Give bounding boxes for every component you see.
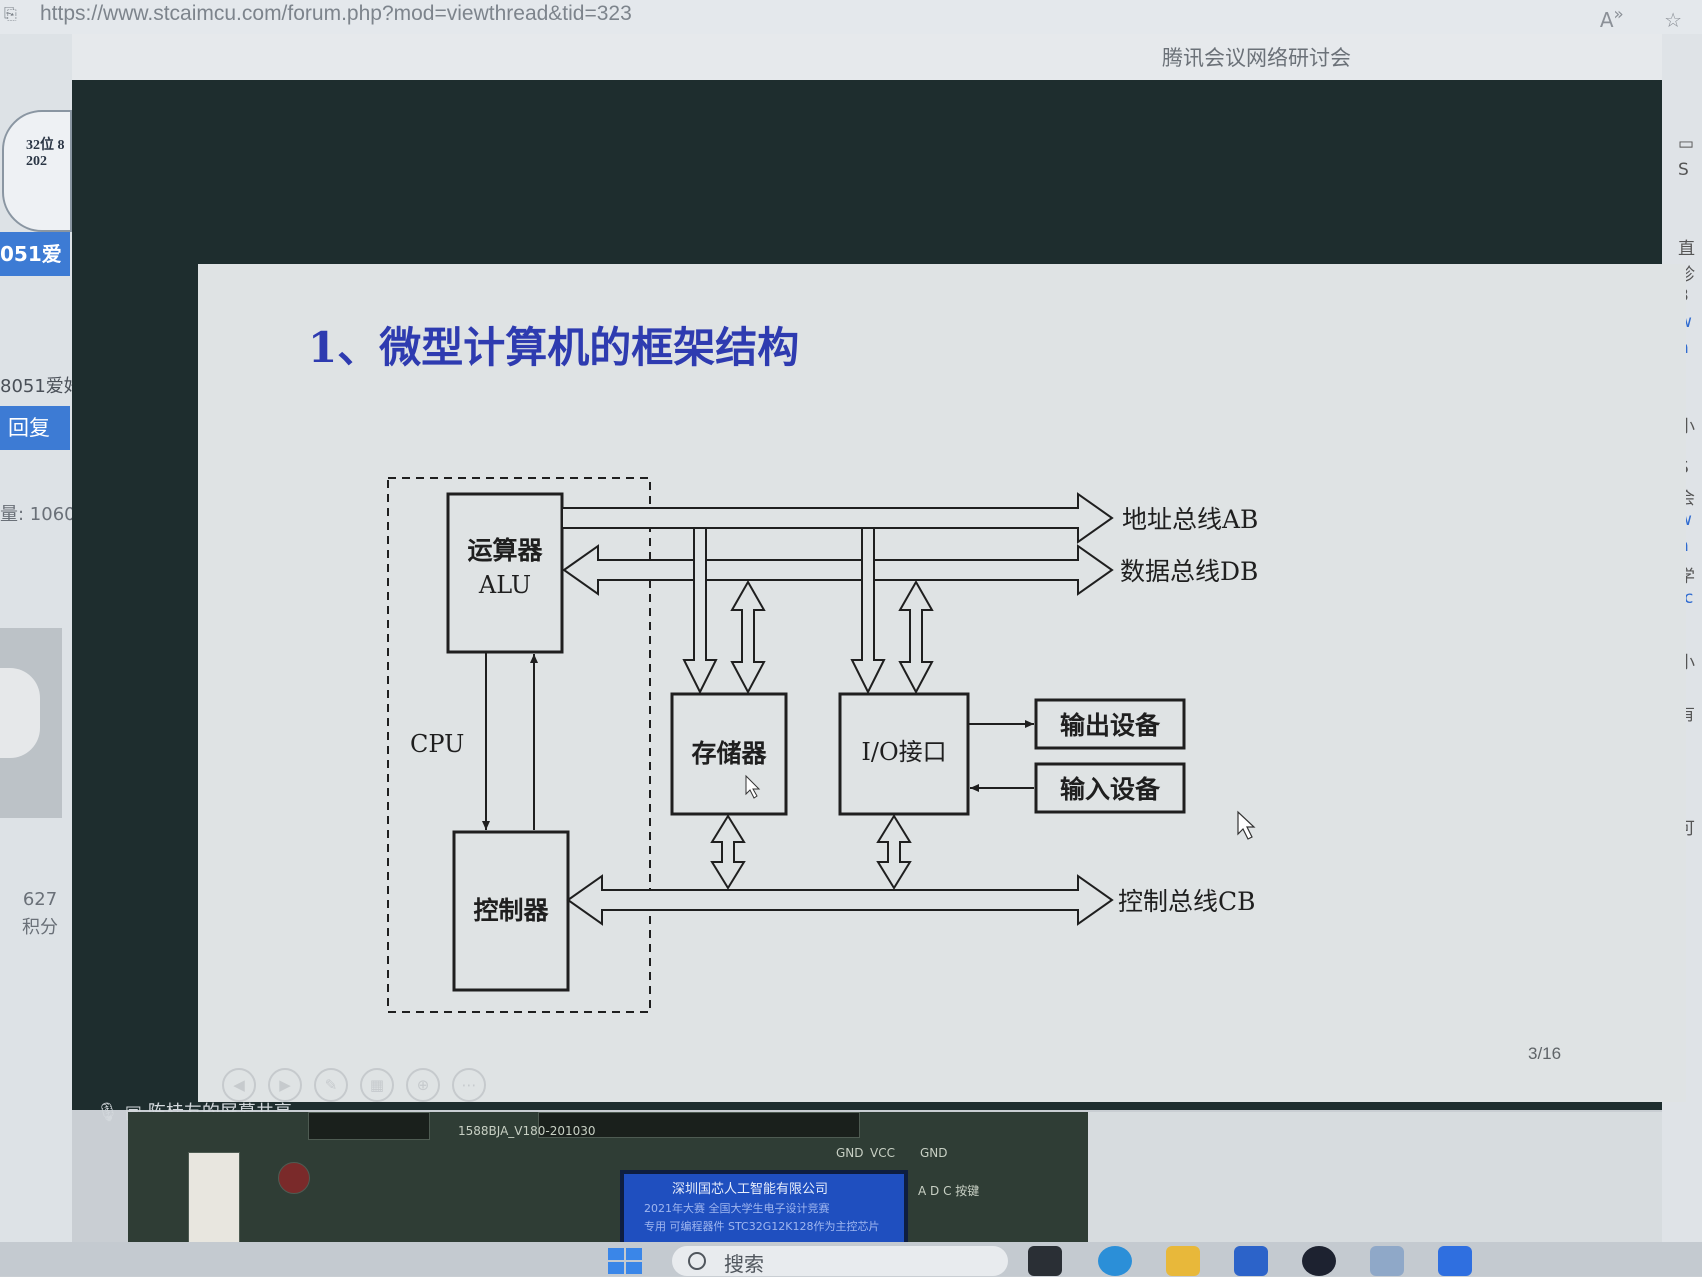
edge-browser-icon[interactable]	[1098, 1246, 1132, 1276]
previous-slide-icon[interactable]: ◀	[222, 1068, 256, 1102]
alu-box	[446, 492, 564, 654]
grid-icon[interactable]: ▦	[360, 1068, 394, 1102]
store-icon[interactable]	[1234, 1246, 1268, 1276]
silk-gnd2: GND	[836, 1146, 864, 1160]
points-label: 积分	[22, 917, 58, 938]
taskbar: 搜索	[0, 1242, 1702, 1276]
address-bus-label: 地址总线AB	[1122, 505, 1258, 534]
forum-left-panel: 32位 8 202 051爱 8051爱好 回复 量: 1060 627 积分	[0, 34, 72, 1276]
read-aloud-icon[interactable]: A»	[1599, 4, 1624, 32]
more-icon[interactable]: ⋯	[452, 1068, 486, 1102]
silk-vcc: VCC	[870, 1146, 895, 1160]
mouse-cursor-icon	[745, 774, 761, 799]
header-pins	[538, 1112, 860, 1138]
tencent-meeting-icon[interactable]	[1438, 1246, 1472, 1276]
avatar[interactable]	[0, 628, 62, 818]
screen-share-view[interactable]: 1、微型计算机的框架结构 CPU 运算器 ALU 控制器 存储器	[72, 80, 1686, 1123]
browser-address-bar[interactable]: ⎘ https://www.stcaimcu.com/forum.php?mod…	[0, 0, 1702, 35]
control-bus-arrow	[566, 874, 1114, 926]
data-io-arrow	[898, 579, 934, 695]
avatar-face	[0, 668, 40, 758]
next-slide-icon[interactable]: ▶	[268, 1068, 302, 1102]
silk-gnd: GND	[920, 1146, 948, 1160]
task-view-icon[interactable]	[1028, 1246, 1062, 1276]
file-explorer-icon[interactable]	[1166, 1246, 1200, 1276]
chat-icon[interactable]: ▭	[1678, 134, 1695, 154]
cpu-label: CPU	[410, 730, 464, 758]
slide-controls: ◀ ▶ ✎ ▦ ⊕ ⋯	[222, 1068, 498, 1102]
zoom-icon[interactable]: ⊕	[406, 1068, 440, 1102]
address-to-memory-arrow	[682, 527, 718, 695]
silk-model: 1588BJA_V180-201030	[458, 1124, 596, 1138]
right-item: 直	[1678, 239, 1695, 259]
memory-box	[670, 692, 788, 816]
taskbar-search[interactable]: 搜索	[672, 1246, 1008, 1276]
windows-start-icon[interactable]	[608, 1248, 644, 1276]
forum-logo[interactable]: 32位 8 202	[2, 110, 72, 232]
right-item: S	[1678, 160, 1689, 180]
user-points: 627 积分	[14, 886, 66, 942]
input-device-label: 输入设备	[1060, 775, 1161, 804]
header-pins	[308, 1112, 430, 1140]
memory-control-arrow	[710, 814, 746, 890]
forum-logo-text: 32位 8 202	[26, 138, 65, 169]
search-label: 搜索	[724, 1252, 764, 1276]
output-device-label: 输出设备	[1060, 711, 1161, 740]
meeting-window-title: 腾讯会议网络研讨会	[1162, 46, 1351, 70]
view-count: 量: 1060	[0, 504, 72, 525]
address-to-io-arrow	[850, 527, 886, 695]
controller-label: 控制器	[473, 896, 549, 925]
desk-background	[1088, 1112, 1662, 1242]
input-device-box	[1034, 762, 1186, 814]
component	[278, 1162, 310, 1194]
dev-board-photo: 1588BJA_V180-201030 VCC GND GND A D C 按键…	[128, 1112, 1088, 1242]
io-port-box	[838, 692, 970, 816]
lcd-line2: 2021年大赛 全国大学生电子设计竞赛	[644, 1202, 830, 1215]
lcd-company: 深圳国芯人工智能有限公司	[672, 1182, 829, 1197]
connector	[188, 1152, 240, 1242]
alu-sublabel: ALU	[478, 571, 531, 599]
meeting-title-bar[interactable]: 腾讯会议网络研讨会	[72, 34, 1662, 80]
presentation-slide: 1、微型计算机的框架结构 CPU 运算器 ALU 控制器 存储器	[198, 264, 1686, 1102]
slide-title: 1、微型计算机的框架结构	[308, 323, 800, 372]
url-text[interactable]: https://www.stcaimcu.com/forum.php?mod=v…	[40, 2, 632, 25]
app-icon[interactable]	[1370, 1246, 1404, 1276]
slide-page-number: 3/16	[1528, 1044, 1562, 1063]
silk-adc: A D C 按键	[918, 1184, 980, 1198]
microcomputer-block-diagram: CPU 运算器 ALU 控制器 存储器 I/O接口 输出设备 输入设备	[387, 477, 1258, 1013]
io-port-label: I/O接口	[861, 738, 946, 766]
star-icon[interactable]: ☆	[1664, 7, 1682, 32]
forum-name-banner[interactable]: 051爱	[0, 232, 70, 276]
data-memory-arrow	[730, 579, 766, 695]
post-username[interactable]: 8051爱好	[0, 376, 72, 397]
search-icon	[688, 1252, 706, 1270]
control-bus-label: 控制总线CB	[1118, 887, 1256, 916]
output-device-box	[1034, 698, 1186, 750]
pen-icon[interactable]: ✎	[314, 1068, 348, 1102]
address-bus-arrow	[561, 492, 1114, 544]
dell-icon[interactable]	[1302, 1246, 1336, 1276]
mouse-cursor-icon	[1237, 810, 1256, 840]
lcd-line3: 专用 可编程器件 STC32G12K128作为主控芯片	[644, 1220, 880, 1233]
memory-label: 存储器	[691, 739, 767, 768]
page-info-icon[interactable]: ⎘	[4, 4, 17, 23]
io-control-arrow	[876, 814, 912, 890]
alu-label: 运算器	[467, 536, 543, 565]
data-bus-label: 数据总线DB	[1120, 557, 1258, 586]
microphone-icon[interactable]: 🎙	[96, 1102, 119, 1123]
data-bus-arrow	[562, 544, 1114, 596]
points-value: 627	[22, 889, 58, 910]
cpu-boundary	[387, 477, 651, 1013]
controller-box	[452, 830, 570, 992]
reply-button[interactable]: 回复	[0, 406, 70, 450]
lcd-screen: 深圳国芯人工智能有限公司 2021年大赛 全国大学生电子设计竞赛 专用 可编程器…	[620, 1170, 908, 1242]
